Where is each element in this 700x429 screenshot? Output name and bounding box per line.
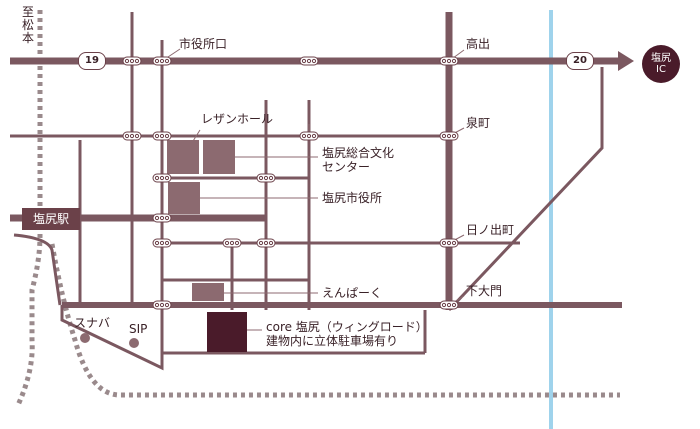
core-label: core 塩尻（ウィングロード） 建物内に立体駐車場有り <box>266 320 428 348</box>
enpark-label: えんぱーく <box>322 286 383 300</box>
signal <box>222 238 242 248</box>
to-matsumoto-label: 至 松 本 <box>21 6 35 45</box>
to-matsumoto-char: 松 <box>21 18 34 32</box>
ic-name: 塩尻 <box>651 53 671 64</box>
shiojiri-ic-badge: 塩尻 IC <box>642 45 680 83</box>
sip-marker <box>129 338 139 348</box>
signal <box>299 56 319 66</box>
lezan-hall-label: レザンホール <box>201 112 274 126</box>
bunka-center-line2: センター <box>322 160 371 174</box>
signal-markers <box>122 56 459 310</box>
signal <box>256 173 276 183</box>
hinodecho-label: 日ノ出町 <box>466 223 515 237</box>
signal <box>256 238 276 248</box>
city-hall-label: 塩尻市役所 <box>322 191 383 205</box>
leader-dots <box>181 155 221 295</box>
sip-label: SIP <box>129 322 148 336</box>
bunka-center-label: 塩尻総合文化 センター <box>322 146 394 174</box>
bunka-center-line1: 塩尻総合文化 <box>322 146 395 160</box>
signal <box>122 131 142 141</box>
shiojiri-station-label: 塩尻駅 <box>22 208 80 230</box>
core-building <box>207 312 247 352</box>
signal <box>152 213 172 223</box>
shiyakushoguchi-label: 市役所口 <box>179 37 228 51</box>
ic-suffix: IC <box>656 64 666 75</box>
signal <box>439 300 459 310</box>
ic-arrow <box>618 51 634 71</box>
signal <box>152 56 172 66</box>
signal <box>152 173 172 183</box>
railway <box>15 10 620 407</box>
signal <box>439 56 459 66</box>
shimodaimon-label: 下大門 <box>466 284 503 298</box>
to-matsumoto-char: 至 <box>21 5 34 19</box>
izumicho-label: 泉町 <box>466 116 491 130</box>
core-line1: core 塩尻（ウィングロード） <box>266 320 428 334</box>
route-20-shield: 20 <box>566 52 594 70</box>
core-line2: 建物内に立体駐車場有り <box>266 334 399 348</box>
to-matsumoto-char: 本 <box>21 31 34 45</box>
signal <box>439 131 459 141</box>
route-19-shield: 19 <box>78 52 106 70</box>
signal <box>439 238 459 248</box>
signal <box>152 131 172 141</box>
signal <box>152 238 172 248</box>
signal <box>299 131 319 141</box>
signal <box>122 56 142 66</box>
takaide-label: 高出 <box>466 37 491 51</box>
sunaba-label: スナバ <box>74 316 111 330</box>
signal <box>152 300 172 310</box>
sunaba-marker <box>80 333 90 343</box>
